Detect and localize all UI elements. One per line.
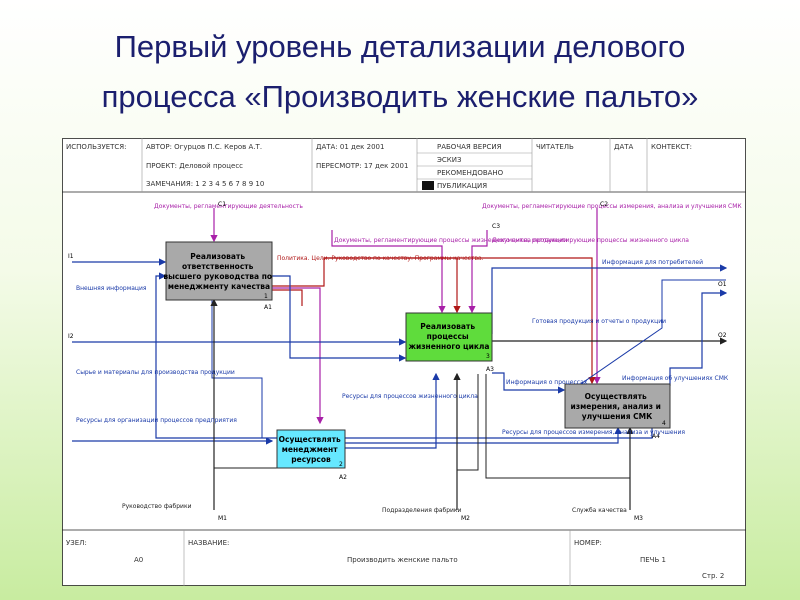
label-docs-top-left: Документы, регламентирующие деятельность	[154, 203, 303, 210]
activity-a4-title: Осуществлять измерения, анализ и улучшен…	[571, 392, 664, 421]
arrow-a1-to-a3	[272, 275, 407, 362]
header-context: КОНТЕКСТ:	[651, 143, 692, 151]
arrow-resources-a2-a3	[345, 372, 440, 449]
activity-a3-title: Реализовать процессы жизненного цикла	[408, 322, 489, 351]
activity-a1-number: 1	[264, 293, 268, 300]
label-docs-mid-left: Документы, регламентирующие процессы жиз…	[334, 237, 567, 244]
activity-a4-title-line: измерения, анализ и	[571, 402, 661, 411]
arrow-control-docs-a3-b	[468, 230, 488, 314]
footer-number-label: НОМЕР:	[574, 539, 602, 547]
activity-a2-title-line: ресурсов	[291, 455, 331, 464]
marker-i2: I2	[68, 333, 74, 340]
header-status-recommended: РЕКОМЕНДОВАНО	[437, 169, 504, 177]
activity-box-a4[interactable]	[564, 383, 671, 429]
activity-a1-title-line: высшего руководства по	[163, 272, 272, 281]
header-project: ПРОЕКТ: Деловой процесс	[146, 162, 243, 170]
activity-box-a1[interactable]	[165, 241, 273, 301]
arrow-mechanism-personnel-b	[457, 374, 479, 471]
idef0-diagram-sheet: ИСПОЛЬЗУЕТСЯ: АВТОР: Огурцов П.С. Керов …	[62, 138, 746, 586]
arrow-control-policy-down	[272, 289, 303, 306]
header-author: АВТОР: Огурцов П.С. Керов А.Т.	[146, 143, 262, 151]
label-consumer-info: Информация для потребителей	[602, 259, 703, 266]
marker-c3: C3	[492, 223, 500, 230]
arrow-output-consumer-info	[491, 264, 728, 334]
header-status-publication: ПУБЛИКАЦИЯ	[437, 182, 487, 190]
label-policy: Политика. Цели. Руководство по качеству.…	[277, 255, 484, 262]
idef0-diagram: ИСПОЛЬЗУЕТСЯ: АВТОР: Огурцов П.С. Керов …	[62, 138, 746, 586]
activity-a2-number: 2	[339, 461, 343, 468]
activity-a1-title-line: ответственность	[182, 262, 254, 271]
header-status-working: РАБОЧАЯ ВЕРСИЯ	[437, 143, 502, 151]
activity-a2-title-line: Осуществлять	[279, 435, 341, 444]
arrow-output-improvement	[669, 289, 728, 386]
arrow-a4-feedback	[571, 279, 726, 391]
page-title-line-1: Первый уровень детализации делового	[114, 29, 686, 64]
label-docs-mid-right: Документы, регламентирующие процессы жиз…	[492, 237, 689, 244]
label-external-info: Внешняя информация	[76, 285, 147, 292]
activity-a4-title-line: улучшения СМК	[582, 412, 653, 421]
arrow-control-docs-a3	[331, 230, 446, 314]
activity-a1-title: Реализовать ответственность высшего руко…	[163, 252, 274, 291]
page-title-line-2: процесса «Производить женские пальто»	[101, 79, 699, 114]
label-docs-top-right: Документы, регламентирующие процессы изм…	[482, 203, 742, 210]
activity-a2-title: Осуществлять менеджмент ресурсов	[279, 435, 344, 464]
marker-m2: M2	[461, 515, 470, 522]
activity-a3-title-line: процессы	[427, 332, 469, 341]
marker-m1: M1	[218, 515, 227, 522]
label-management: Руководство фабрики	[122, 503, 192, 510]
marker-o2: O2	[718, 332, 727, 339]
label-improvement-info: Информация об улучшениях СМК	[622, 375, 729, 382]
label-process-info: Информация о процессах	[506, 379, 588, 386]
header-date: ДАТА: 01 дек 2001	[316, 143, 384, 151]
header-notes: ЗАМЕЧАНИЯ: 1 2 3 4 5 6 7 8 9 10	[146, 180, 264, 188]
header-revision: ПЕРЕСМОТР: 17 дек 2001	[316, 162, 408, 170]
page-title: Первый уровень детализации делового проц…	[0, 22, 800, 122]
arrow-mechanism-quality-a3	[485, 374, 630, 479]
activity-a4-node: A4	[652, 433, 660, 440]
activity-a1-title-line: Реализовать	[190, 252, 245, 261]
header-status-draft: ЭСКИЗ	[437, 156, 462, 164]
label-finished-product: Готовая продукция и отчеты о продукции	[532, 318, 666, 325]
arrow-feedback-a4-a1	[155, 272, 653, 439]
status-publication-marker	[422, 181, 434, 190]
footer-node-value: A0	[134, 556, 143, 564]
footer-node-label: УЗЕЛ:	[66, 539, 87, 547]
label-resources-org: Ресурсы для организации процессов предпр…	[76, 417, 237, 424]
footer-page: Стр. 2	[702, 572, 724, 580]
activity-a2-node: A2	[339, 474, 347, 481]
arrow-a3-to-a4	[492, 372, 566, 394]
footer-name-value: Производить женские пальто	[347, 556, 458, 564]
footer-number-value: ПЕЧЬ 1	[640, 556, 666, 564]
activity-box-a2[interactable]	[276, 429, 346, 469]
activity-box-a3[interactable]	[405, 312, 493, 362]
marker-o1: O1	[718, 281, 727, 288]
label-quality-service: Служба качества	[572, 507, 627, 514]
activity-a3-node: A3	[486, 366, 494, 373]
activity-a1-title-line: менеджменту качества	[168, 282, 270, 291]
header-reader: ЧИТАТЕЛЬ	[536, 143, 574, 151]
activity-a4-title-line: Осуществлять	[585, 392, 647, 401]
footer-name-label: НАЗВАНИЕ:	[188, 539, 229, 547]
arrow-control-a1-a2	[272, 287, 324, 425]
marker-m3: M3	[634, 515, 643, 522]
label-resources-for-process: Ресурсы для процессов жизненного цикла	[342, 393, 478, 400]
label-raw-materials: Сырье и материалы для производства проду…	[76, 369, 235, 376]
marker-c1: C1	[218, 201, 226, 208]
marker-c2: C2	[600, 201, 608, 208]
label-personnel: Подразделения фабрики	[382, 507, 462, 514]
label-resources-measure: Ресурсы для процессов измерения, анализа…	[502, 429, 685, 436]
sheet-frame	[62, 138, 746, 586]
arrow-resources-a2-a4	[345, 426, 622, 444]
header-reader-date: ДАТА	[614, 143, 634, 151]
activity-a4-number: 4	[662, 420, 666, 427]
header-used-at: ИСПОЛЬЗУЕТСЯ:	[66, 143, 127, 151]
marker-i1: I1	[68, 253, 74, 260]
activity-a1-node: A1	[264, 304, 272, 311]
activity-a2-title-line: менеджмент	[282, 445, 338, 454]
activity-a3-number: 3	[486, 353, 490, 360]
activity-a3-title-line: жизненного цикла	[408, 342, 489, 351]
activity-a3-title-line: Реализовать	[420, 322, 475, 331]
